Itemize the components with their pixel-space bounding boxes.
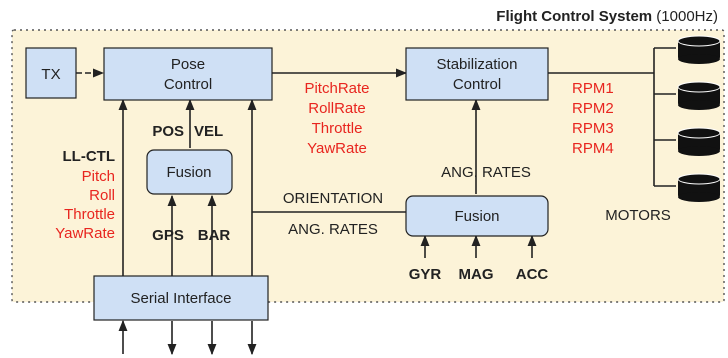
gyr-label: GYR [409, 266, 442, 283]
ll-ctl-roll: Roll [89, 187, 115, 204]
acc-label: ACC [516, 266, 549, 283]
signal-rpm1: RPM1 [572, 80, 614, 97]
stab-label-line1: Stabilization [437, 56, 518, 73]
motor-1-icon [677, 35, 721, 64]
signal-yawrate: YawRate [307, 140, 367, 157]
signal-rpm3: RPM3 [572, 120, 614, 137]
vel-label: VEL [194, 123, 223, 140]
motor-2-icon [677, 81, 721, 110]
signal-rpm4: RPM4 [572, 140, 614, 157]
pose-control-block: Pose Control [103, 47, 273, 101]
ang-rates-stab-label: ANG. RATES [441, 164, 531, 181]
signal-pitchrate: PitchRate [304, 80, 369, 97]
pose-label-line2: Control [164, 76, 212, 93]
motors-label: MOTORS [605, 207, 671, 224]
fusion-right-label: Fusion [454, 208, 499, 225]
bar-label: BAR [198, 227, 231, 244]
ll-ctl-pitch: Pitch [82, 168, 115, 185]
orientation-label: ORIENTATION [283, 190, 383, 207]
fusion-left-label: Fusion [166, 164, 211, 181]
ang-rates-pose-label: ANG. RATES [288, 221, 378, 238]
system-title: Flight Control System (1000Hz) [496, 8, 718, 25]
stabilization-control-block: Stabilization Control [405, 47, 549, 101]
ll-ctl-throttle: Throttle [64, 206, 115, 223]
system-title-name: Flight Control System [496, 8, 652, 25]
system-title-rate: (1000Hz) [656, 8, 718, 25]
motor-4-icon [677, 173, 721, 202]
fusion-left-block: Fusion [146, 149, 233, 195]
signal-rollrate: RollRate [308, 100, 366, 117]
motor-3-icon [677, 127, 721, 156]
gps-label: GPS [152, 227, 184, 244]
stab-label-line2: Control [453, 76, 501, 93]
fusion-right-block: Fusion [405, 195, 549, 237]
signal-throttle: Throttle [312, 120, 363, 137]
mag-label: MAG [459, 266, 494, 283]
pose-label-line1: Pose [171, 56, 205, 73]
ll-ctl-yawrate: YawRate [55, 225, 115, 242]
tx-block: TX [25, 47, 77, 99]
tx-label: TX [41, 66, 60, 83]
ll-ctl-title: LL-CTL [63, 148, 115, 165]
pos-label: POS [152, 123, 184, 140]
serial-interface-block: Serial Interface [93, 275, 269, 321]
serial-label: Serial Interface [131, 290, 232, 307]
signal-rpm2: RPM2 [572, 100, 614, 117]
